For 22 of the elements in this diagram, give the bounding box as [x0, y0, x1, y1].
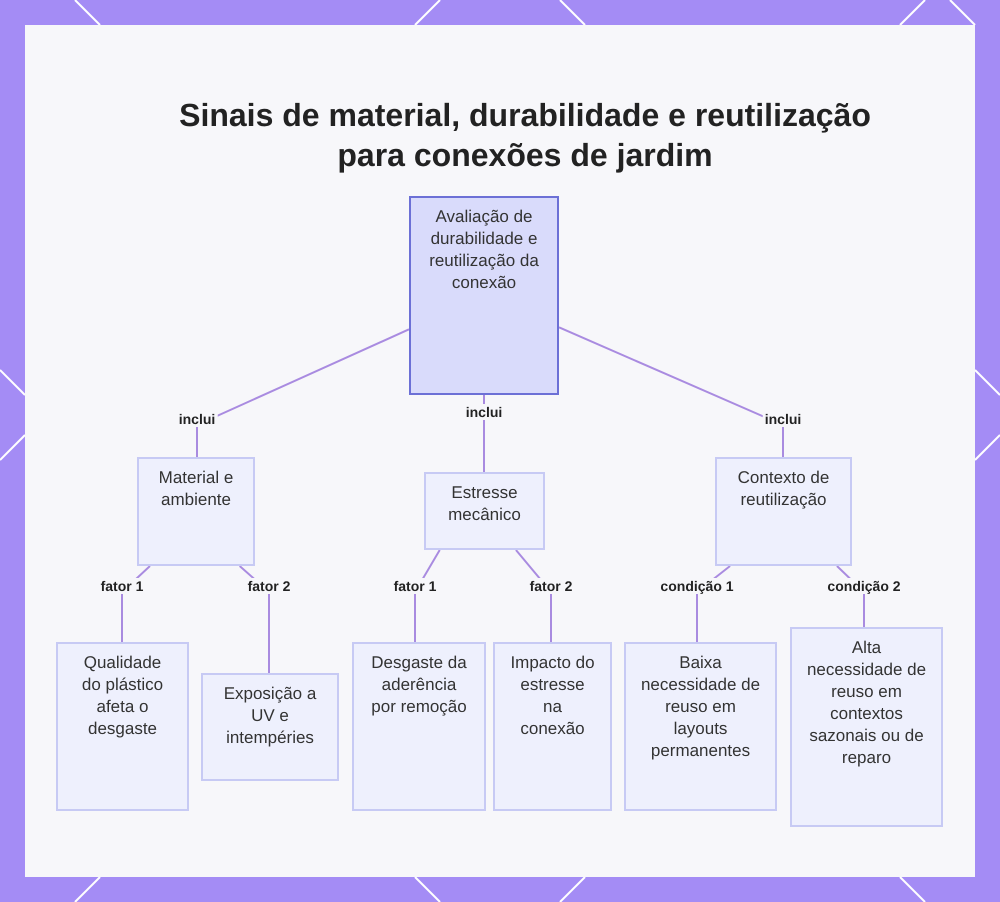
edge-label: inclui — [464, 404, 504, 420]
concept-box: Baixa necessidade de reuso em layouts permanentes — [624, 642, 777, 811]
concept-box: Material e ambiente — [137, 457, 255, 566]
edge-label: fator 2 — [528, 578, 574, 594]
concept-box: Alta necessidade de reuso em contextos sazonais ou de reparo — [790, 627, 943, 827]
concept-box: Impacto do estresse na conexão — [493, 642, 612, 811]
edge-label: condição 2 — [825, 578, 903, 594]
edge-label: inclui — [762, 411, 804, 427]
connector-line — [196, 328, 410, 457]
concept-box: Contexto de reutilização — [715, 457, 852, 566]
concept-box: Estresse mecânico — [424, 472, 545, 550]
edge-label: fator 2 — [246, 578, 292, 594]
edge-label: inclui — [176, 411, 218, 427]
root-box: Avaliação de durabilidade e reutilização da conexão — [409, 196, 559, 395]
concept-box: Desgaste da aderência por remoção — [352, 642, 486, 811]
concept-box: Qualidade do plástico afeta o desgaste — [56, 642, 189, 811]
edge-label: condição 1 — [658, 578, 736, 594]
concept-box: Exposição a UV e intempéries — [201, 673, 339, 781]
edge-label: fator 1 — [392, 578, 438, 594]
diagram-title: Sinais de material, durabilidade e reutilização para conexões de jardim — [178, 96, 872, 175]
connector-line — [558, 326, 784, 457]
edge-label: fator 1 — [98, 578, 146, 594]
